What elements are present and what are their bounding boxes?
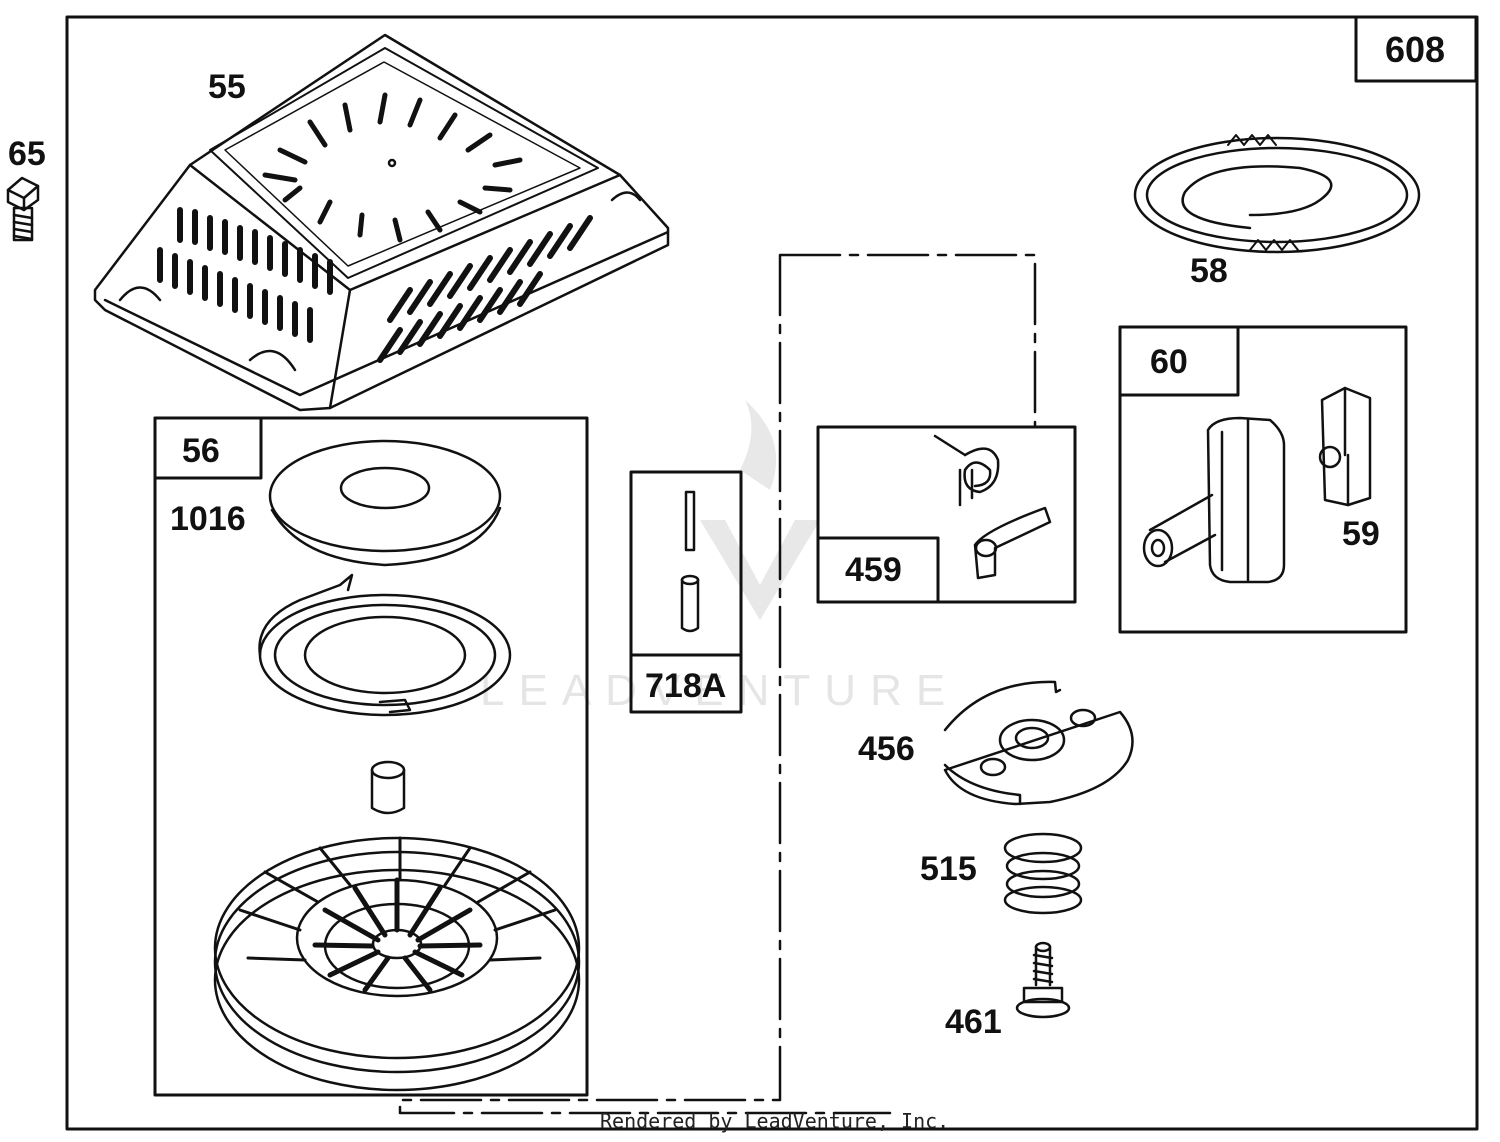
label-56: 56 xyxy=(182,432,220,470)
handle-kit-60-label-box xyxy=(1118,325,1240,397)
pulley-pin-icon xyxy=(370,760,406,815)
starter-pulley-icon xyxy=(213,836,581,1092)
pin-kit-718a-box xyxy=(629,470,743,714)
label-58: 58 xyxy=(1190,252,1228,290)
label-459: 459 xyxy=(845,551,902,589)
label-60: 60 xyxy=(1150,343,1188,381)
rewind-spring-icon xyxy=(258,573,512,717)
assembly-label-box xyxy=(1354,15,1478,83)
label-65: 65 xyxy=(8,135,46,173)
screw-461-icon xyxy=(1015,941,1071,1019)
label-461: 461 xyxy=(945,1003,1002,1041)
pawl-kit-459-box xyxy=(816,425,1077,604)
washer-1016-icon xyxy=(268,439,502,567)
spring-515-icon xyxy=(1003,832,1083,915)
pawl-icon xyxy=(973,506,1052,580)
label-515: 515 xyxy=(920,850,977,888)
pawl-retainer-456-icon xyxy=(943,680,1134,806)
label-1016: 1016 xyxy=(170,500,246,538)
watermark-logo-icon xyxy=(700,400,820,620)
pawl-spring-icon xyxy=(933,434,1000,507)
pulley-kit-56-box xyxy=(153,416,589,1097)
handle-kit-60-box xyxy=(1118,325,1408,634)
pins-icon xyxy=(680,490,700,633)
label-456: 456 xyxy=(858,730,915,768)
label-718a: 718A xyxy=(645,667,726,705)
handle-insert-59-icon xyxy=(1318,386,1372,507)
group-bracket-line xyxy=(398,253,1037,1115)
starter-handle-icon xyxy=(1142,416,1286,584)
label-608: 608 xyxy=(1385,29,1445,70)
pulley-kit-56-label-box xyxy=(153,416,263,480)
label-59: 59 xyxy=(1342,515,1380,553)
pawl-kit-459-label-box xyxy=(816,536,940,604)
render-credit: Rendered by LeadVenture, Inc. xyxy=(600,1109,949,1133)
blower-housing-55-icon xyxy=(93,33,670,412)
starter-rope-58-icon xyxy=(1133,134,1421,254)
watermark: LEADVENTURE xyxy=(480,400,959,715)
label-55: 55 xyxy=(208,68,246,106)
screw-65-icon xyxy=(6,176,40,242)
watermark-text: LEADVENTURE xyxy=(480,666,959,715)
assembly-frame xyxy=(65,15,1479,1131)
